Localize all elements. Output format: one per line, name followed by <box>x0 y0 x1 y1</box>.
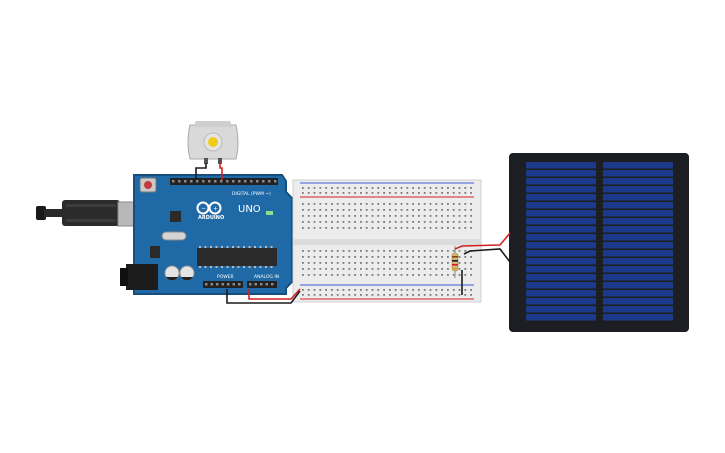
svg-text:+: + <box>213 206 218 213</box>
arduino-logo-text: ARDUINO <box>198 215 224 221</box>
usb-cable-icon <box>36 200 141 227</box>
power-jack <box>126 264 158 290</box>
breadboard[interactable] <box>292 179 482 303</box>
capacitors <box>164 265 195 281</box>
wire-motor-gnd <box>195 163 207 180</box>
led-indicator <box>266 211 273 215</box>
wire-solar-positive <box>454 232 511 250</box>
svg-text:−: − <box>201 205 206 212</box>
arduino-logo-icon: − + <box>196 201 222 215</box>
model-label: UNO <box>238 204 261 215</box>
atmega-chip <box>197 248 277 266</box>
wire-solar-negative <box>463 248 511 263</box>
motor-shaft <box>208 137 218 147</box>
solar-panel-icon[interactable] <box>509 153 689 332</box>
wire-motor-pin <box>219 163 223 180</box>
resistor-icon[interactable] <box>451 246 459 278</box>
arduino-uno-board[interactable]: DIGITAL (PWM ~) − + ARDUINO UNO <box>120 174 293 295</box>
digital-label: DIGITAL (PWM ~) <box>232 191 271 197</box>
power-label: POWER <box>217 274 234 280</box>
wire-analog-breadboard <box>248 288 301 300</box>
dc-motor-icon[interactable] <box>187 121 239 164</box>
digital-header <box>170 178 278 185</box>
wire-gnd-breadboard <box>226 289 301 304</box>
wires <box>195 163 511 304</box>
analog-label: ANALOG IN <box>254 274 279 280</box>
